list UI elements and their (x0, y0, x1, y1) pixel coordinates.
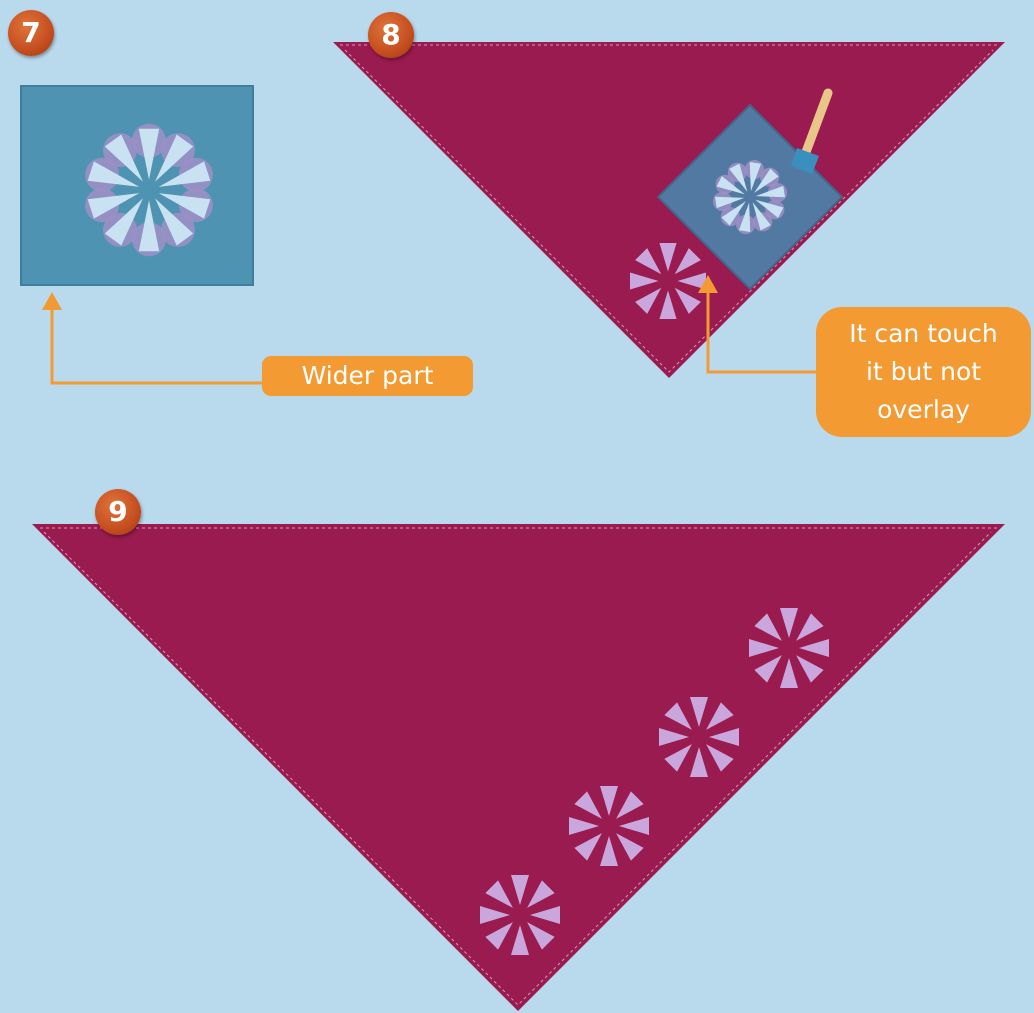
stencil-on-fabric (656, 103, 844, 291)
stencil-square (20, 85, 254, 286)
scarf-triangle-step8 (333, 42, 1005, 378)
callout-wider-part: Wider part (262, 356, 473, 396)
wider-part-arrow (42, 292, 268, 385)
callout-touch-line-3: overlay (877, 395, 970, 424)
callout-touch-line-1: It can touch (849, 319, 998, 348)
step-badge-9: 9 (95, 489, 141, 535)
touch-arrow (698, 275, 820, 374)
sponge-brush-icon (791, 88, 833, 174)
scarf-triangle-step9 (32, 524, 1005, 1011)
callout-touch-line-2: it but not (865, 357, 982, 386)
step-badge-8: 8 (368, 12, 414, 58)
callout-touch-not-overlay: It can touch it but not overlay (816, 307, 1031, 437)
step-badge-7: 7 (8, 10, 54, 56)
